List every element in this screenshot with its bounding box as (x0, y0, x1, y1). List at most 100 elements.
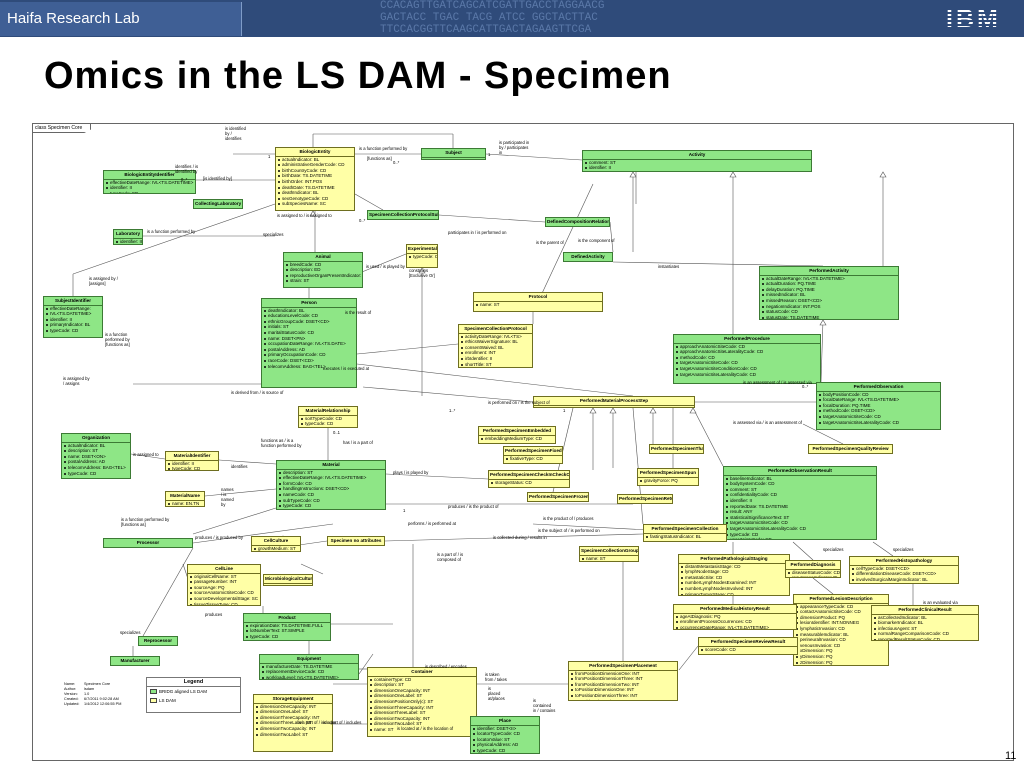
class-attribute: typeCode: CD (724, 532, 876, 538)
class-name: Person (262, 299, 356, 308)
generalization-arrowhead (729, 171, 737, 178)
class-attribute: description: ST (277, 470, 385, 476)
class-attribute: diseaseStatusCode: CD (786, 570, 840, 576)
class-attribute: typeCode: CD (62, 471, 130, 477)
class-attribute: biomarkerIndicator: BL (872, 620, 978, 626)
class-attribute: bodyPositionCode: CD (817, 392, 940, 398)
generalization-arrowhead (879, 171, 887, 178)
class-attribute: typeCode: CD (299, 421, 357, 427)
association-label: is participated in by / participates in (499, 140, 530, 155)
class-attribute: name: ST (474, 302, 602, 308)
class-name: PerformedSpecimenCheckInCheckOut (489, 471, 569, 480)
class-attribute: sourceAge: PQ (188, 585, 260, 591)
association-label: participates in / is performed on (448, 230, 507, 235)
class-name: StorageEquipment (254, 695, 332, 704)
association-line (298, 540, 328, 546)
class-attribute: methodCode: CD (674, 355, 820, 361)
class-attribute: infectiousAgent: ST (872, 626, 978, 632)
class-name: Manufacturer (111, 657, 159, 665)
class-attribute: name: DSET<PN> (262, 336, 356, 342)
class-processor: Processor (103, 538, 193, 548)
class-attribute: reportedResultStatusCode: CD (872, 637, 978, 640)
class-defined-activity: DefinedActivity (563, 252, 613, 262)
multiplicity-label: 1 (488, 152, 491, 157)
association-label: is a part of / is composed of (437, 552, 464, 562)
class-attribute: dimensionTwoLabel: ST (254, 732, 332, 738)
class-attribute: toPositionDimensionOne: INT (569, 687, 677, 693)
generalization-arrowhead (609, 407, 617, 414)
class-attribute: contactAnatomicSiteCode: CD (794, 609, 888, 615)
association-label: produces (205, 612, 223, 617)
association-line (142, 547, 194, 637)
class-attribute: effectiveDateRange: (44, 306, 102, 312)
association-label: is used / is played by (366, 264, 405, 269)
class-attribute: targetAnatomicSiteConditionCode: CD (674, 366, 820, 372)
ibm-logo: IBM (946, 6, 1008, 32)
association-line (537, 183, 594, 303)
legend-item-bridg: BRIDG aligned LS DAM (147, 687, 240, 696)
class-specimen-collection-protocol-subject: SpecimenCollectionProtocolSubject (367, 210, 439, 220)
class-subject: Subject (421, 148, 486, 160)
association-label: is performed on / is the subject of (488, 400, 550, 405)
class-reprocessor: Reprocessor (138, 636, 178, 646)
association-line (192, 507, 277, 535)
association-label: produces / is the product of (448, 504, 499, 509)
class-attribute: typeCode: CD (166, 466, 218, 470)
association-line (609, 221, 614, 253)
class-name: PerformedLesionDescription (794, 595, 888, 604)
class-attribute: delayDuration: PQ.TIME (760, 287, 898, 293)
meta-row: Updated:1/4/2012 12:06:55 PM (64, 702, 121, 707)
class-attribute: birthCountryCode: CD (276, 168, 354, 174)
class-attribute: reportedDate: TS.DATETIME (724, 504, 876, 510)
class-attribute: dimensionThreeCapacity: INT (254, 715, 332, 721)
diagram-tag: class Specimen Core (33, 124, 92, 133)
class-attribute: asCollectedIndicator: BL (872, 615, 978, 621)
class-attribute: appearanceTypeCode: CD (794, 604, 888, 610)
class-attribute: ageAtDiagnosis: PQ (674, 614, 796, 620)
class-attribute: typeCode: CD (244, 634, 330, 640)
class-name: DefinedCompositionRelationship (546, 218, 609, 226)
class-attribute: ethicsWaiverSignature: BL (459, 339, 532, 345)
association-label: constrains [Exclusive Or] (409, 268, 435, 278)
meta-value: 1/4/2012 12:06:55 PM (84, 702, 122, 706)
class-attribute: targetAnatomicSiteLateralityCode: CD (674, 372, 820, 378)
legend-swatch-yellow (150, 698, 157, 703)
association-label: instantiates (658, 264, 680, 269)
class-name: PerformedSpecimenPlacement (569, 662, 677, 671)
class-attribute: numberLymphNodesExamined: INT (679, 580, 789, 586)
class-attribute: targetAnatomicSiteLateralityCode: CD (817, 420, 940, 426)
page-number: 11 (1005, 750, 1017, 762)
class-attribute: fromPositionDimensionThree: INT (569, 676, 677, 682)
class-attribute: effectiveDateRange: IVL<TS.DATETIME> (277, 475, 385, 481)
class-attribute: sexGenotypeCode: CD (276, 196, 354, 202)
association-label: specializes (893, 547, 914, 552)
association-label: produces / is produced by (195, 535, 243, 540)
header-banner: CCACAGTTGATCAGCATCGATTGACCTAGGAACG GACTA… (0, 0, 1024, 37)
class-attribute: reasonCode: DSET<CD> (583, 171, 811, 172)
association-label: is a function performed by [functions as… (105, 332, 130, 347)
association-label: is taken from / takes (485, 672, 507, 682)
class-attribute: description: ED (284, 267, 362, 273)
generalization-arrowhead (309, 210, 317, 217)
legend-item-label: BRIDG aligned LS DAM (159, 689, 208, 694)
class-name: Animal (284, 253, 362, 262)
class-attribute: administrativeGenderCode: CD (276, 162, 354, 168)
class-attribute: postalAddress: AD (62, 459, 130, 465)
class-attribute: fromPositionDimensionOne: INT (569, 671, 677, 677)
class-attribute: dimensionOneCapacity: INT (368, 688, 476, 694)
association-line (218, 459, 277, 465)
class-manufacturer: Manufacturer (110, 656, 160, 666)
class-attribute: originalCellName: ST (188, 574, 260, 580)
